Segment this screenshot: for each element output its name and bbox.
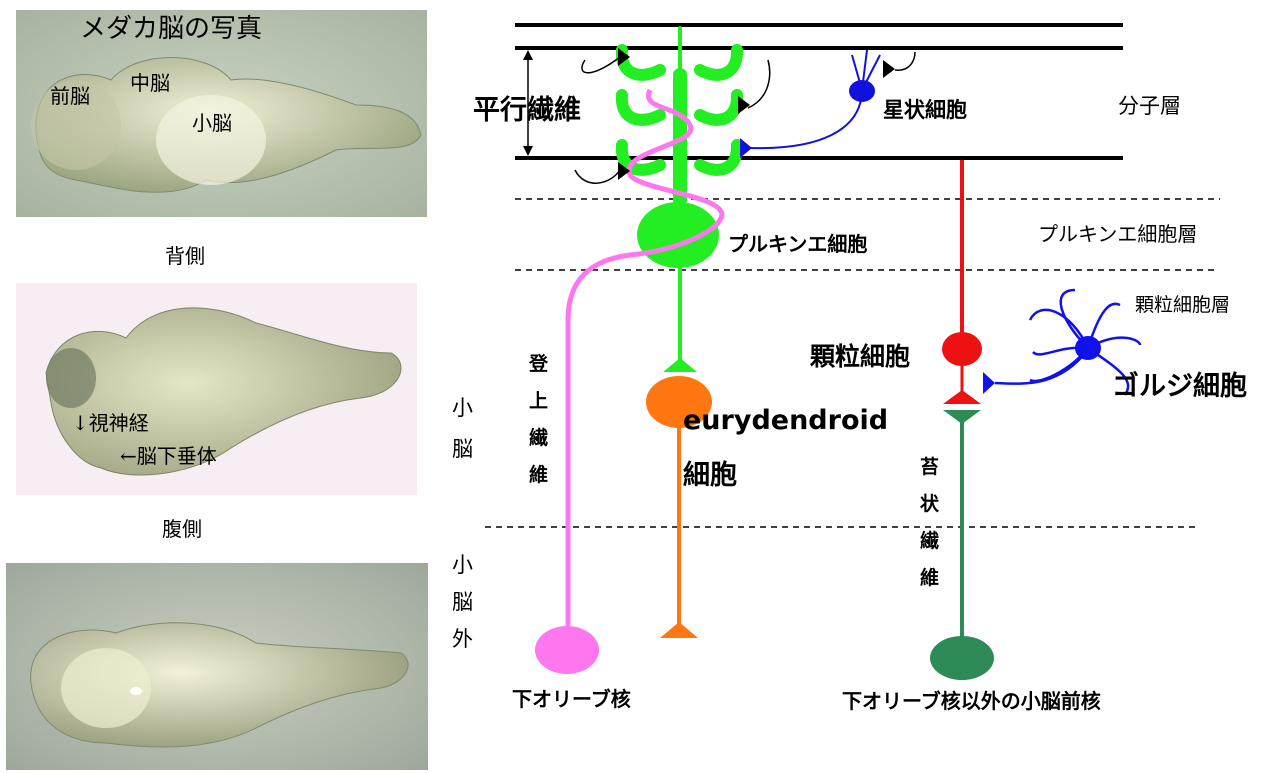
eurydendroid-axon-terminal xyxy=(660,622,698,638)
label-purkinje-layer: プルキンエ細胞層 xyxy=(1038,218,1197,247)
precerebellar-nucleus xyxy=(930,636,994,680)
label-stellate-cell: 星状細胞 xyxy=(883,94,967,124)
label-eurydendroid-2: 細胞 xyxy=(683,453,737,492)
inferior-olive-nucleus xyxy=(535,626,599,674)
label-eurydendroid-1: eurydendroid xyxy=(683,405,888,436)
golgi-cell-body xyxy=(1075,336,1101,360)
label-precerebellar-nuclei: 下オリーブ核以外の小脳前核 xyxy=(842,685,1101,714)
label-molecular-layer: 分子層 xyxy=(1118,90,1181,120)
stellate-synapse xyxy=(740,138,752,158)
granule-cell-body xyxy=(942,332,982,366)
golgi-synapse xyxy=(983,372,995,394)
label-granule-cell: 顆粒細胞 xyxy=(810,337,910,373)
purkinje-cell xyxy=(622,28,737,365)
stellate-cell-body xyxy=(849,80,875,102)
label-granular-layer: 顆粒細胞層 xyxy=(1135,290,1230,317)
label-inferior-olive: 下オリーブ核 xyxy=(512,683,631,712)
label-mossy-fiber: 苔 状 繊 維 xyxy=(920,458,939,588)
label-outside-cerebellum: 小 脳 外 xyxy=(452,555,473,650)
label-climbing-fiber: 登 上 繊 維 xyxy=(529,355,548,485)
label-parallel-fiber: 平行繊維 xyxy=(473,88,581,127)
granule-dendrite-terminal xyxy=(943,390,981,404)
purkinje-axon-terminal xyxy=(663,358,697,372)
label-cerebellum-region: 小 脳 xyxy=(452,398,473,460)
label-golgi-cell: ゴルジ細胞 xyxy=(1112,364,1247,403)
label-purkinje-cell: プルキンエ細胞 xyxy=(728,228,867,257)
